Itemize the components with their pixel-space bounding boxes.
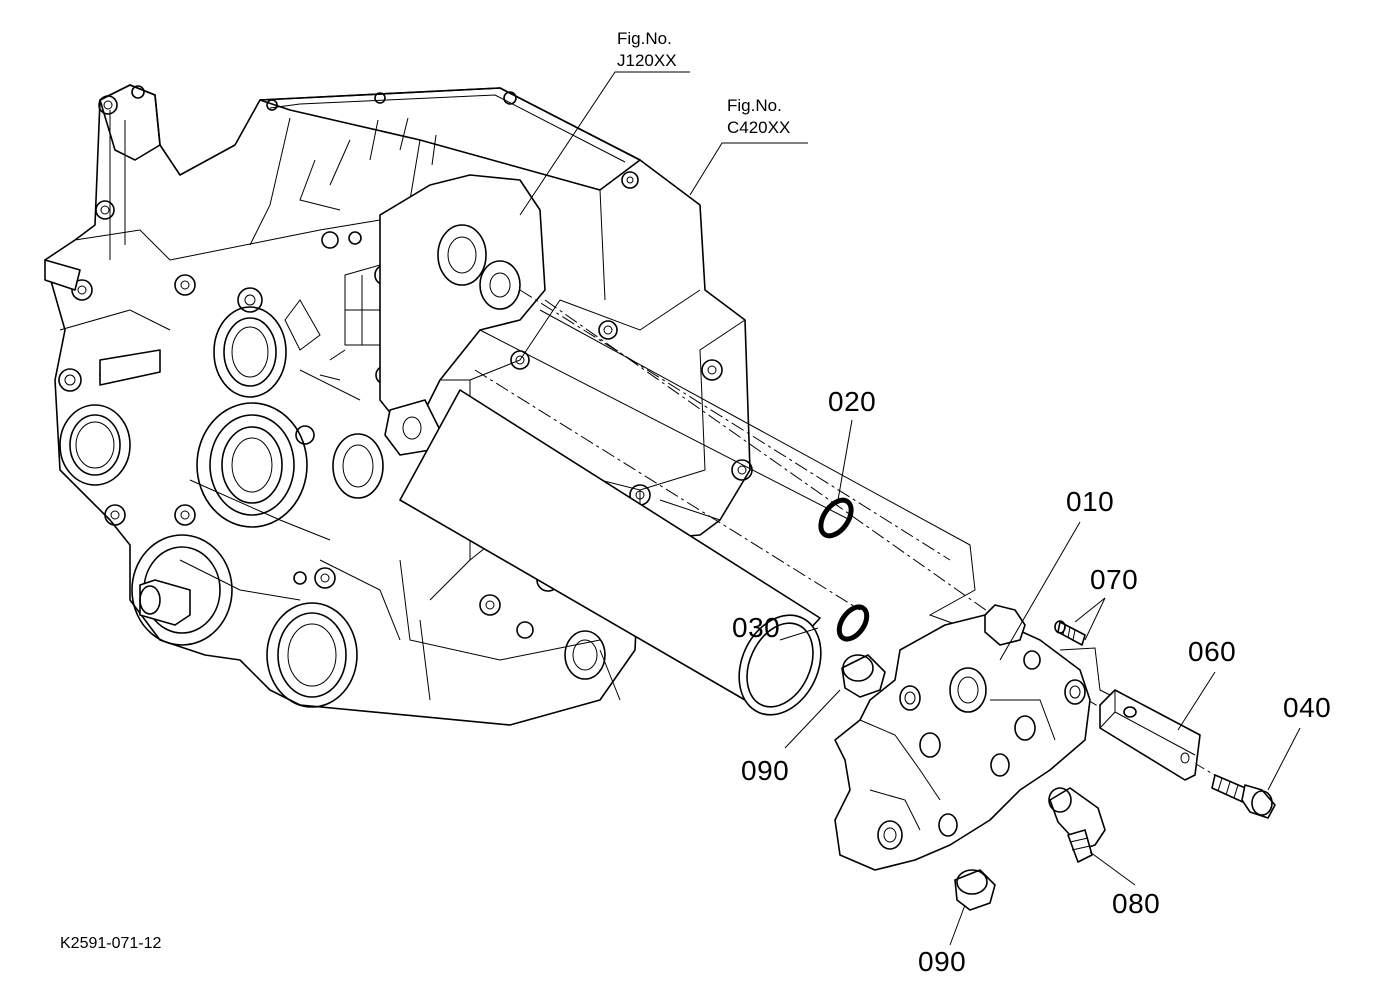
shaft-tube: [399, 389, 822, 716]
elbow-fitting-080: [1048, 787, 1106, 863]
part-label-030[interactable]: 030: [732, 612, 781, 643]
pump-body-010: [834, 604, 1091, 871]
part-label-020[interactable]: 020: [828, 386, 877, 417]
part-label-090-lower[interactable]: 090: [918, 946, 967, 977]
reference-fig-c420[interactable]: Fig.No. C420XX: [727, 95, 790, 139]
part-label-070[interactable]: 070: [1090, 564, 1139, 595]
callout-leaders: [519, 71, 1301, 946]
reference-fig-c420-line1: Fig.No.: [727, 96, 782, 115]
plug-090-upper: [841, 654, 886, 698]
reference-fig-c420-line2: C420XX: [727, 118, 791, 137]
valve-block-060: [1099, 689, 1201, 781]
reference-fig-j120[interactable]: Fig.No. J120XX: [617, 28, 677, 72]
screw-070: [1054, 620, 1086, 646]
bolt-040: [1211, 774, 1276, 819]
plug-090-lower: [954, 869, 996, 911]
reference-fig-j120-line1: Fig.No.: [617, 29, 672, 48]
o-ring-020: [818, 497, 854, 539]
part-label-040[interactable]: 040: [1283, 692, 1332, 723]
diagram-code: K2591-071-12: [60, 935, 162, 952]
part-label-090-upper[interactable]: 090: [741, 755, 790, 786]
part-label-010[interactable]: 010: [1066, 486, 1115, 517]
o-ring-030: [836, 604, 870, 642]
part-label-080[interactable]: 080: [1112, 888, 1161, 919]
part-label-060[interactable]: 060: [1188, 636, 1237, 667]
reference-fig-j120-line2: J120XX: [617, 51, 677, 70]
